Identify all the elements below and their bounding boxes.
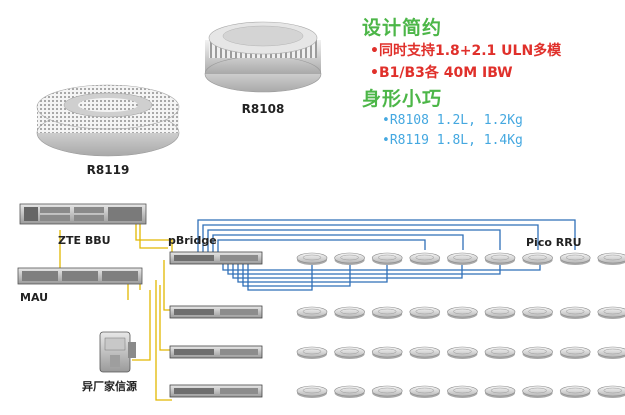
pico-rru-puck-5 bbox=[447, 252, 478, 265]
r8119-label: R8119 bbox=[87, 163, 130, 177]
pico-rru-puck-31 bbox=[409, 385, 441, 398]
pico-rru-puck-32 bbox=[447, 385, 478, 398]
pico-rru-puck-11 bbox=[334, 306, 365, 319]
pico-rru-array bbox=[296, 252, 625, 398]
form-bullet-2: R8119 1.8L, 1.4Kg bbox=[382, 131, 624, 151]
design-bullet-1: 同时支持1.8+2.1 ULN多模 bbox=[370, 40, 624, 62]
pico-rru-puck-4 bbox=[409, 252, 441, 265]
pico-rru-puck-10 bbox=[296, 306, 328, 319]
pbridge-unit-3 bbox=[169, 345, 263, 359]
pico-rru-puck-33 bbox=[484, 385, 516, 398]
pico-rru-puck-7 bbox=[522, 252, 553, 265]
pbridge-unit-2 bbox=[169, 305, 263, 319]
pico-rru-puck-26 bbox=[559, 346, 591, 359]
pico-rru-puck-22 bbox=[409, 346, 441, 359]
pico-rru-puck-12 bbox=[371, 306, 403, 319]
pico-rru-puck-2 bbox=[334, 252, 365, 265]
pico-rru-puck-3 bbox=[371, 252, 403, 265]
pbridge-label: pBridge bbox=[168, 234, 217, 247]
pico-rru-puck-19 bbox=[296, 346, 328, 359]
pico-rru-puck-25 bbox=[522, 346, 553, 359]
zte-bbu-device bbox=[19, 203, 147, 225]
pico-rru-puck-28 bbox=[296, 385, 328, 398]
power-source-cabinet bbox=[99, 331, 136, 373]
zte-bbu-label: ZTE BBU bbox=[58, 234, 111, 247]
pico-rru-puck-36 bbox=[597, 385, 625, 398]
feature-panel: 设计简约 同时支持1.8+2.1 ULN多模 B1/B3各 40M IBW 身形… bbox=[362, 16, 624, 151]
mau-device bbox=[17, 267, 143, 285]
pico-rru-puck-20 bbox=[334, 346, 365, 359]
pico-rru-puck-14 bbox=[447, 306, 478, 319]
pico-rru-puck-6 bbox=[484, 252, 516, 265]
power-source-label: 异厂家信源 bbox=[82, 379, 137, 393]
r8119-device-icon bbox=[36, 84, 180, 157]
pico-rru-puck-1 bbox=[296, 252, 328, 265]
pico-rru-puck-29 bbox=[334, 385, 365, 398]
form-bullet-1: R8108 1.2L, 1.2Kg bbox=[382, 111, 624, 131]
pbridge-unit-4 bbox=[169, 384, 263, 398]
pico-rru-puck-15 bbox=[484, 306, 516, 319]
pico-rru-puck-23 bbox=[447, 346, 478, 359]
pico-rru-puck-16 bbox=[522, 306, 553, 319]
pico-rru-puck-17 bbox=[559, 306, 591, 319]
pico-rru-puck-27 bbox=[597, 346, 625, 359]
pico-rru-puck-8 bbox=[559, 252, 591, 265]
mau-label: MAU bbox=[20, 291, 48, 304]
pico-rru-label: Pico RRU bbox=[526, 236, 582, 249]
pico-rru-puck-30 bbox=[371, 385, 403, 398]
pico-rru-puck-13 bbox=[409, 306, 441, 319]
form-heading: 身形小巧 bbox=[362, 88, 443, 110]
r8108-label: R8108 bbox=[242, 102, 285, 116]
r8108-device-icon bbox=[204, 21, 322, 93]
pico-rru-puck-21 bbox=[371, 346, 403, 359]
pico-rru-puck-18 bbox=[597, 306, 625, 319]
blue-cable-bundle bbox=[197, 219, 576, 291]
pbridge-unit-1 bbox=[169, 251, 263, 265]
pico-rru-puck-24 bbox=[484, 346, 516, 359]
pico-rru-puck-9 bbox=[597, 252, 625, 265]
pico-rru-puck-35 bbox=[559, 385, 591, 398]
design-bullet-2: B1/B3各 40M IBW bbox=[370, 62, 624, 84]
design-heading: 设计简约 bbox=[362, 17, 443, 39]
pico-rru-puck-34 bbox=[522, 385, 553, 398]
